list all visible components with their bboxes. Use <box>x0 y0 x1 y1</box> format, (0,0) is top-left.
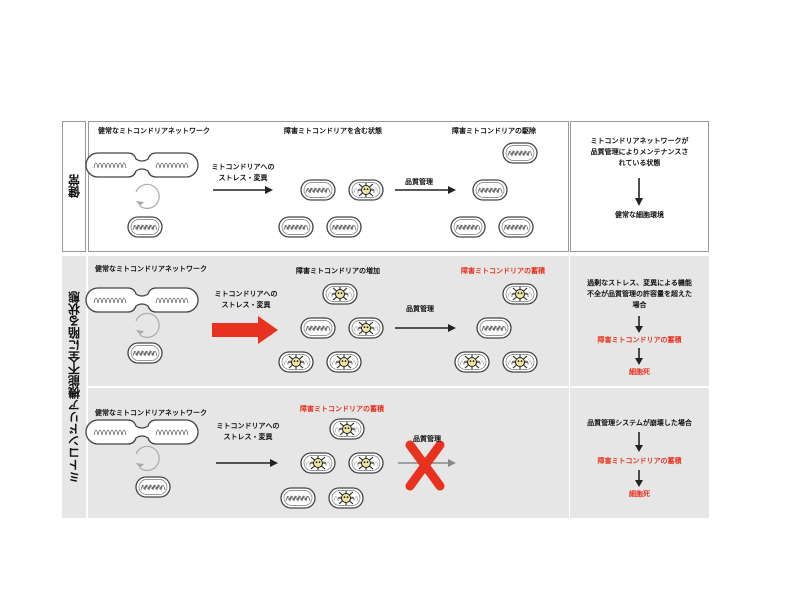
row2-stress-label-1: ミトコンドリアへの <box>214 290 278 298</box>
row1-outcome: 健常な細胞環境 <box>615 211 664 219</box>
row2-network <box>85 287 199 364</box>
row3-qc-label: 品質管理 <box>413 435 441 443</box>
row1-summary-2: 品質管理によりメンテナンスさ <box>590 148 689 156</box>
row1-network <box>85 152 199 238</box>
row2-accum-label: 障害ミトコンドリアの蓄積 <box>461 267 545 275</box>
row1-damaged-label: 障害ミトコンドリアを含む状態 <box>284 127 382 135</box>
row1-removal-label: 障害ミトコンドリアの駆除 <box>452 127 536 135</box>
arrow-right-icon <box>212 316 278 344</box>
row3-accum-label: 障害ミトコンドリアの蓄積 <box>300 405 384 413</box>
row2-summary-accum: 障害ミトコンドリアの蓄積 <box>597 336 682 344</box>
row2-summary-2: 不全が品質管理の許容量を超えた <box>587 290 692 298</box>
row3-summary-1: 品質管理システムが崩壊した場合 <box>587 419 692 427</box>
row-label-healthy-panel <box>62 121 86 252</box>
row1-qc-label: 品質管理 <box>405 178 433 186</box>
row2-summary-1: 過剰なストレス、変異による機能 <box>587 279 692 287</box>
row1-network-label: 健常なミトコンドリアネットワーク <box>98 127 210 135</box>
row2-network-label: 健常なミトコンドリアネットワーク <box>95 265 207 273</box>
cross-mark-icon <box>405 440 445 491</box>
row3-outcome: 細胞死 <box>629 490 650 498</box>
row3-stress-label-2: ストレス・変異 <box>223 433 273 441</box>
row2-stress-label-2: ストレス・変異 <box>221 301 271 309</box>
row3-network-label: 健常なミトコンドリアネットワーク <box>95 409 207 417</box>
row3-accum-group <box>280 418 384 509</box>
row2-summary-3: 場合 <box>632 301 647 309</box>
row1-stress-label-2: ストレス・変異 <box>218 174 268 182</box>
row2-qc-label: 品質管理 <box>406 305 434 313</box>
row2-increase-group <box>278 283 384 373</box>
row1-summary-1: ミトコンドリアネットワークが <box>590 137 689 145</box>
row-label-dysfunction-panel <box>62 256 86 518</box>
row3-stress-label-1: ミトコンドリアへの <box>216 422 280 430</box>
row2-increase-label: 障害ミトコンドリアの増加 <box>296 267 380 275</box>
row1-damaged-group <box>278 179 384 238</box>
row3-network <box>85 419 199 498</box>
row1-stress-label-1: ミトコンドリアへの <box>211 163 275 171</box>
row2-outcome: 細胞死 <box>629 368 650 376</box>
row1-summary-3: れている状態 <box>618 159 661 167</box>
row3-summary-accum: 障害ミトコンドリアの蓄積 <box>597 457 682 465</box>
row3-summary-panel <box>570 388 709 518</box>
row2-accum-group <box>454 283 538 373</box>
row1-clean-group <box>450 142 538 238</box>
